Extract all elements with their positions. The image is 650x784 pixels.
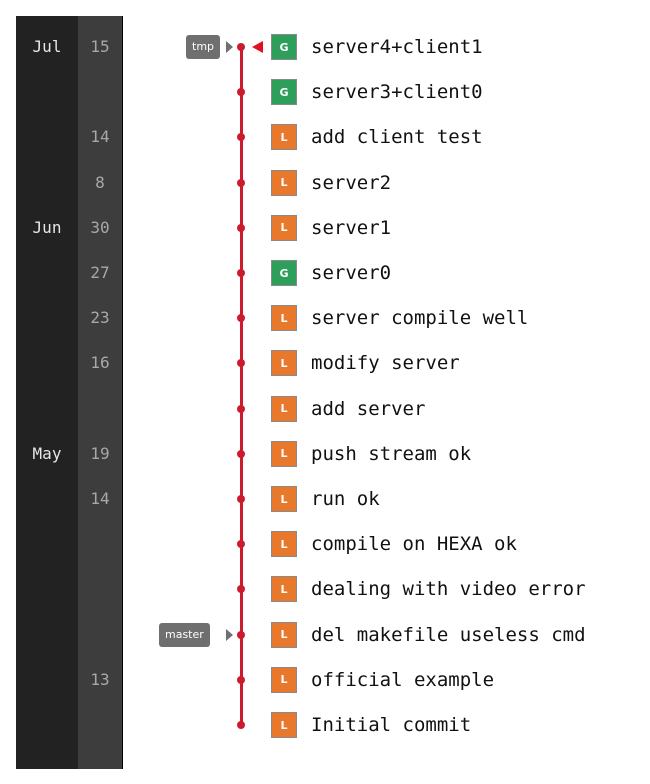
commit-message[interactable]: server1 <box>311 216 392 239</box>
head-arrow-icon <box>252 41 263 53</box>
commit-dot[interactable] <box>237 269 245 277</box>
commit-dot[interactable] <box>237 223 245 232</box>
local-badge-icon: L <box>271 124 297 151</box>
day-label: 14 <box>90 127 110 147</box>
commit-message[interactable]: server3+client0 <box>311 81 483 104</box>
commit-message[interactable]: compile on HEXA ok <box>311 533 517 556</box>
commit-dot[interactable] <box>237 721 245 729</box>
day-label: 13 <box>90 669 110 689</box>
commit-message[interactable]: push stream ok <box>311 442 472 465</box>
local-badge-icon: L <box>271 305 297 332</box>
commit-dot[interactable] <box>237 675 245 684</box>
commit-dot[interactable] <box>237 540 245 549</box>
commit-dot[interactable] <box>237 314 245 323</box>
local-badge-icon: L <box>271 486 297 512</box>
commit-dot[interactable] <box>237 178 245 187</box>
commit-message[interactable]: server0 <box>311 262 392 284</box>
commit-message[interactable]: modify server <box>311 352 460 375</box>
commit-dot[interactable] <box>237 43 245 51</box>
commit-message[interactable]: Initial commit <box>311 714 472 736</box>
commit-dot[interactable] <box>237 88 245 97</box>
gist-badge-icon: G <box>271 79 297 106</box>
commit-message[interactable]: server4+client1 <box>311 36 483 58</box>
local-badge-icon: L <box>271 350 297 377</box>
tag-pointer-icon <box>226 628 233 641</box>
local-badge-icon: L <box>271 576 297 603</box>
day-label: 8 <box>95 172 105 192</box>
commit-dot[interactable] <box>237 449 245 458</box>
commit-message[interactable]: add client test <box>311 126 483 149</box>
branch-tag-master[interactable]: master <box>159 622 210 647</box>
commit-message[interactable]: run ok <box>311 488 380 510</box>
local-badge-icon: L <box>271 169 297 196</box>
commit-message[interactable]: del makefile useless cmd <box>311 623 586 646</box>
branch-tag-tmp[interactable]: tmp <box>186 35 221 59</box>
local-badge-icon: L <box>271 214 297 241</box>
month-label: Jul <box>32 37 62 56</box>
day-label: 23 <box>90 308 110 328</box>
local-badge-icon: L <box>271 712 297 738</box>
commit-message[interactable]: add server <box>311 397 426 420</box>
commit-message[interactable]: server2 <box>311 171 392 194</box>
day-label: 30 <box>90 217 110 237</box>
day-label: 14 <box>90 489 110 508</box>
commit-dot[interactable] <box>237 630 245 639</box>
month-label: Jun <box>32 217 62 237</box>
gist-badge-icon: G <box>271 260 297 286</box>
commit-dot[interactable] <box>237 404 245 413</box>
month-label: May <box>32 443 62 463</box>
gist-badge-icon: G <box>271 34 297 60</box>
local-badge-icon: L <box>271 531 297 558</box>
day-label: 19 <box>90 443 110 463</box>
day-label: 27 <box>90 263 110 282</box>
day-label: 15 <box>90 37 110 56</box>
day-column <box>78 16 123 769</box>
commit-message[interactable]: server compile well <box>311 307 529 330</box>
commit-dot[interactable] <box>237 495 245 503</box>
commit-dot[interactable] <box>237 133 245 142</box>
commit-dot[interactable] <box>237 585 245 594</box>
day-label: 16 <box>90 353 110 373</box>
commit-message[interactable]: dealing with video error <box>311 578 586 601</box>
commit-message[interactable]: official example <box>311 668 495 691</box>
commit-row[interactable]: L Initial commit <box>0 702 650 747</box>
local-badge-icon: L <box>271 621 297 648</box>
commit-dot[interactable] <box>237 359 245 368</box>
tag-pointer-icon <box>226 41 233 53</box>
commit-graph-line <box>240 46 243 723</box>
local-badge-icon: L <box>271 666 297 693</box>
local-badge-icon: L <box>271 395 297 422</box>
local-badge-icon: L <box>271 440 297 467</box>
